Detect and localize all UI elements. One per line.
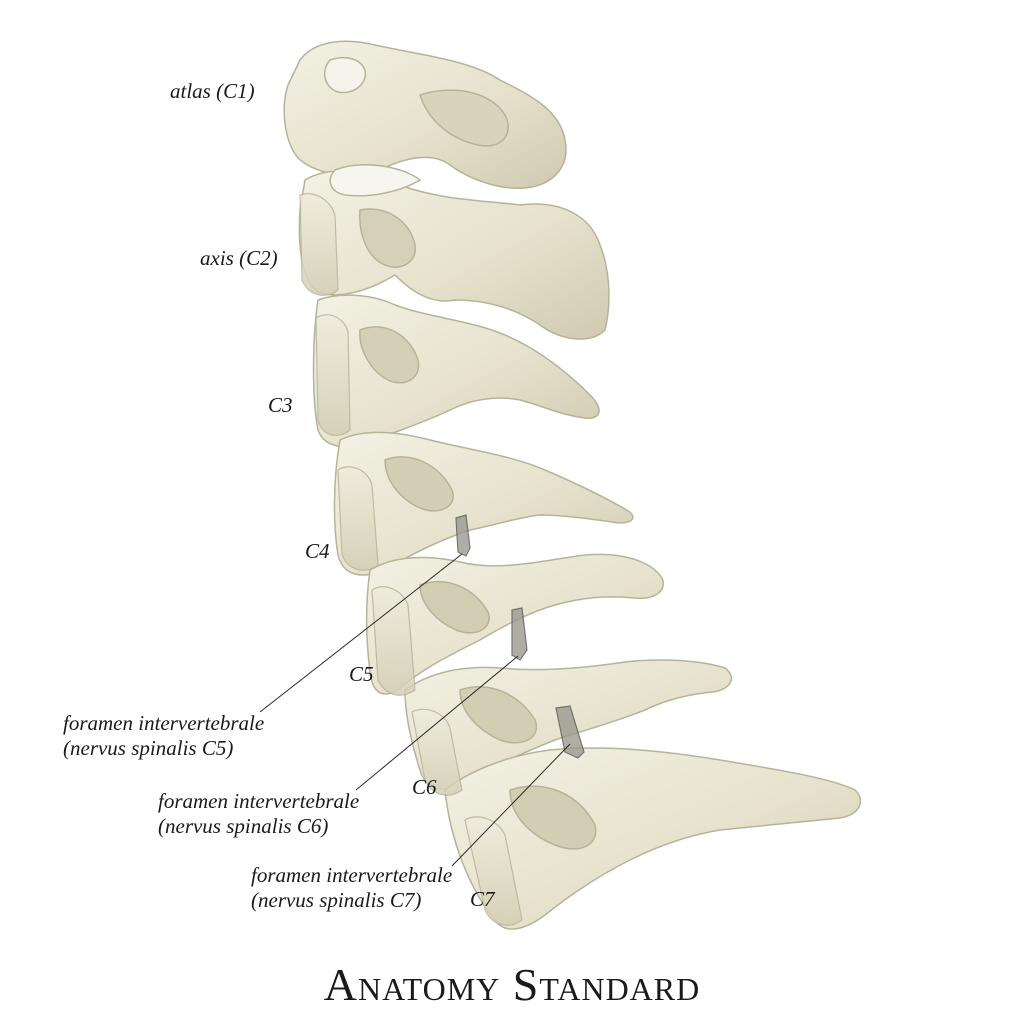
leader-line-c7 bbox=[451, 743, 571, 867]
foramen-c5-line2: (nervus spinalis C5) bbox=[63, 736, 234, 760]
brand-wordmark: Anatomy Standard bbox=[323, 959, 701, 1010]
label-c4: C4 bbox=[305, 539, 330, 563]
foramen-c7-line2: (nervus spinalis C7) bbox=[251, 888, 422, 912]
label-atlas: atlas (C1) bbox=[170, 79, 255, 103]
foramen-c5 bbox=[455, 514, 471, 557]
foramen-c6-line1: foramen intervertebrale bbox=[158, 789, 360, 813]
label-c3: C3 bbox=[268, 393, 293, 417]
leader-lines bbox=[259, 553, 571, 867]
label-foramen-c6: foramen intervertebrale (nervus spinalis… bbox=[158, 789, 359, 839]
vertebra-c3 bbox=[312, 294, 600, 448]
foramina bbox=[455, 514, 585, 759]
vertebra-c7 bbox=[444, 747, 862, 930]
label-c7: C7 bbox=[470, 887, 495, 911]
label-foramen-c7: foramen intervertebrale (nervus spinalis… bbox=[251, 863, 452, 913]
label-foramen-c5: foramen intervertebrale (nervus spinalis… bbox=[63, 711, 264, 761]
leader-line-c6 bbox=[355, 655, 519, 791]
label-c5: C5 bbox=[349, 662, 374, 686]
foramen-c6-line2: (nervus spinalis C6) bbox=[158, 814, 329, 838]
vertebral-bodies bbox=[299, 193, 523, 926]
foramen-c5-line1: foramen intervertebrale bbox=[63, 711, 265, 735]
foramen-c7-line1: foramen intervertebrale bbox=[251, 863, 453, 887]
leader-line-c5 bbox=[259, 553, 463, 713]
label-axis: axis (C2) bbox=[200, 246, 278, 270]
foramen-c6 bbox=[511, 607, 528, 661]
vertebra-c5 bbox=[365, 553, 665, 695]
foramen-c7 bbox=[555, 705, 585, 759]
vertebra-c4 bbox=[333, 431, 634, 576]
vertebra-c1 bbox=[283, 40, 567, 189]
label-c6: C6 bbox=[412, 775, 437, 799]
vertebra-c2 bbox=[298, 164, 610, 340]
